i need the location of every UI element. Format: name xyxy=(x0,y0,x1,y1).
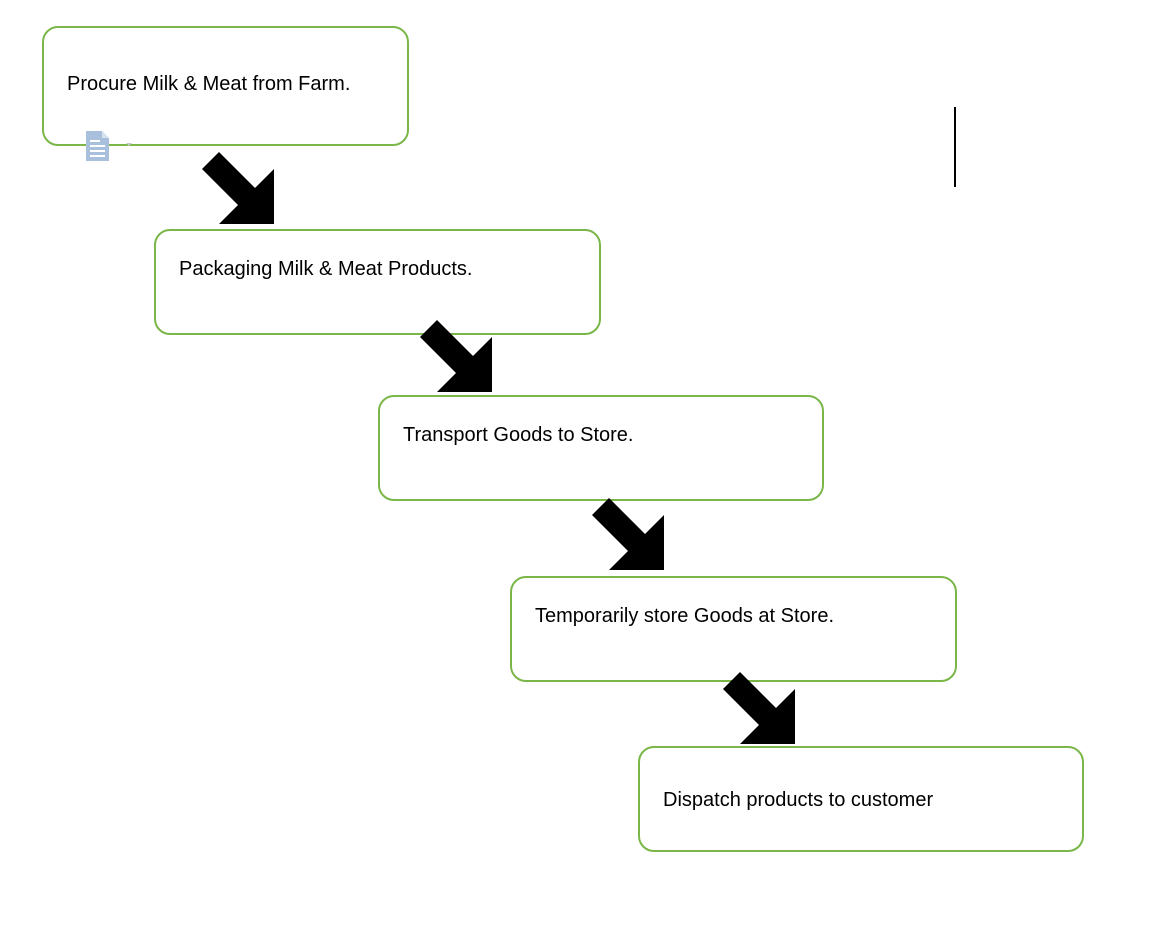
step-box-transport[interactable]: Transport Goods to Store. xyxy=(378,395,824,501)
step-label-procure: Procure Milk & Meat from Farm. xyxy=(67,73,351,95)
step-label-transport: Transport Goods to Store. xyxy=(403,424,634,446)
arrow-down-right-icon xyxy=(592,498,664,570)
step-label-dispatch: Dispatch products to customer xyxy=(663,789,934,811)
step-box-store[interactable]: Temporarily store Goods at Store. xyxy=(510,576,957,682)
step-label-packaging: Packaging Milk & Meat Products. xyxy=(179,258,473,280)
text-cursor xyxy=(954,107,956,187)
arrow-down-right-icon xyxy=(420,320,492,392)
document-icon[interactable] xyxy=(84,130,136,162)
step-box-packaging[interactable]: Packaging Milk & Meat Products. xyxy=(154,229,601,335)
arrow-down-right-icon xyxy=(202,152,274,224)
step-box-procure[interactable]: Procure Milk & Meat from Farm. xyxy=(42,26,409,146)
step-box-dispatch[interactable]: Dispatch products to customer xyxy=(638,746,1084,852)
arrow-down-right-icon xyxy=(723,672,795,744)
step-label-store: Temporarily store Goods at Store. xyxy=(535,605,835,627)
